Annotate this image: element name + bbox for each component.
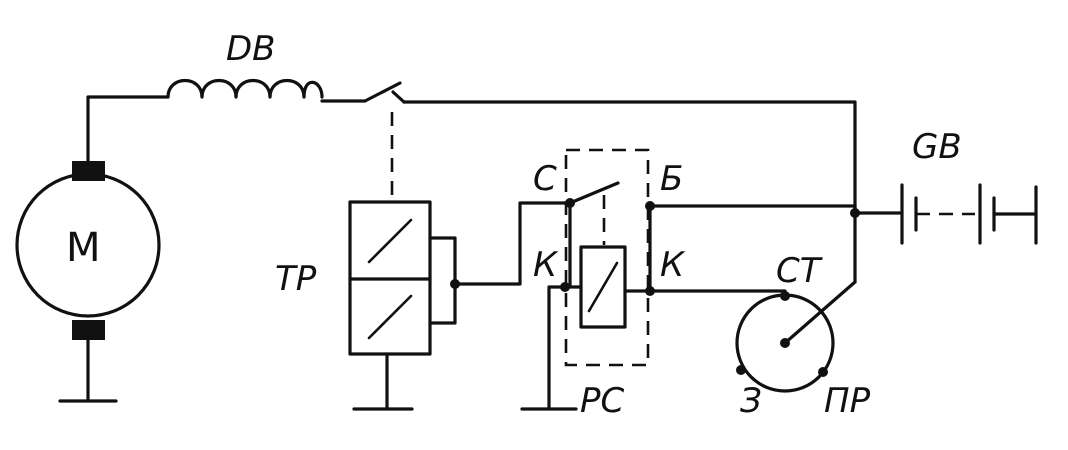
relay-contact-blade: [568, 181, 620, 205]
traction-relay-label: TP: [275, 259, 317, 299]
field-winding: DB: [166, 29, 324, 99]
ignition-switch-z-label: З: [740, 381, 762, 421]
ignition-switch-arm: [783, 280, 857, 345]
motor-ground: [58, 338, 118, 403]
wire-top-long: [402, 100, 857, 215]
battery: GB: [900, 127, 1038, 245]
terminal-k-right-label: К: [660, 245, 686, 285]
ignition-switch-st-label: СТ: [776, 251, 823, 291]
motor-label: M: [66, 225, 101, 271]
traction-relay-ground: [352, 352, 414, 411]
motor: M: [15, 161, 161, 340]
motor-brush-top: [72, 161, 105, 181]
terminal-s-label: C: [533, 159, 557, 199]
field-winding-label: DB: [226, 29, 276, 69]
wire-motor-to-winding: [86, 95, 170, 163]
starter-relay-label: PC: [580, 381, 625, 421]
traction-relay: TP: [275, 200, 432, 356]
terminal-k-left-label: К: [533, 245, 559, 285]
battery-label: GB: [912, 127, 962, 167]
wire-b-to-battery: [648, 204, 904, 215]
wire-k-to-ignition: [648, 289, 787, 298]
starter-relay-ground: [520, 285, 578, 411]
wire-tr-to-rc: [453, 201, 572, 286]
main-contact-blade: [363, 81, 402, 103]
ignition-switch: СТ З ПР: [735, 251, 871, 421]
terminal-b-label: Б: [660, 159, 683, 199]
motor-brush-bottom: [72, 320, 105, 340]
ignition-switch-pr-label: ПР: [824, 381, 871, 421]
